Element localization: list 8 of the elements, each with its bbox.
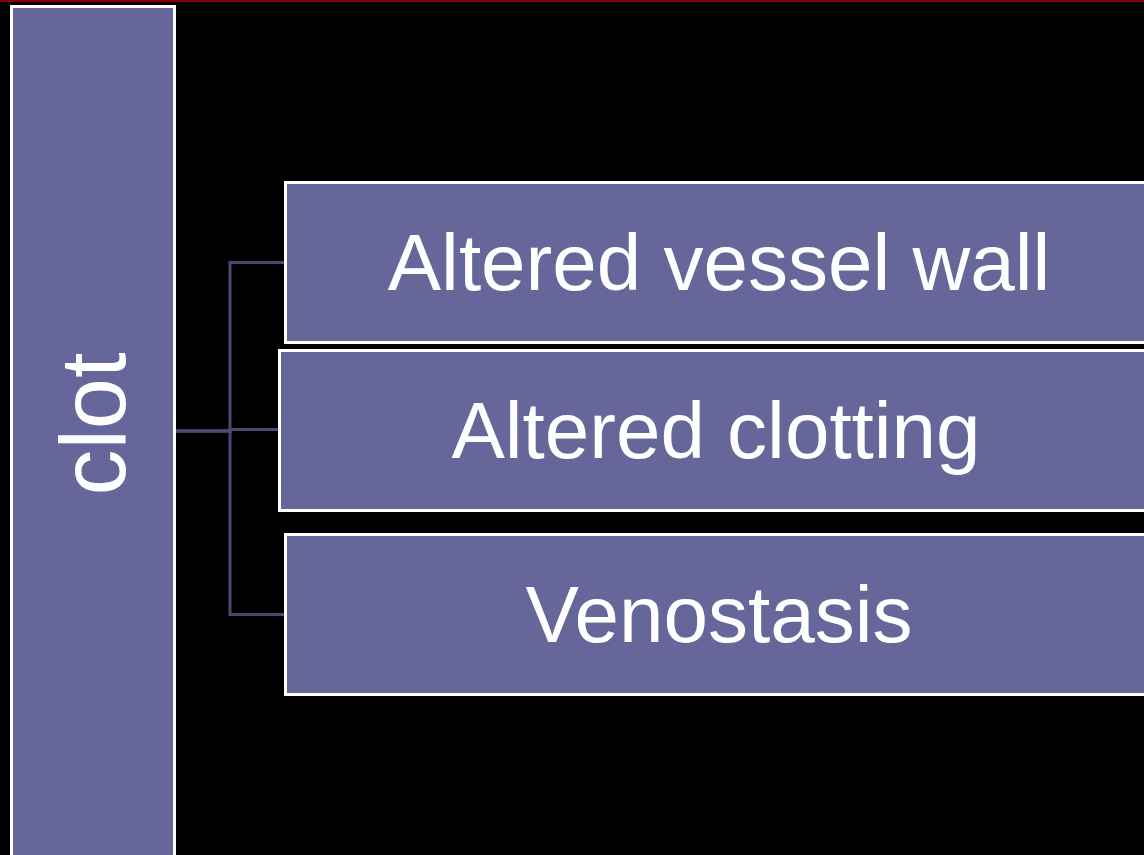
category-box bbox=[284, 533, 1144, 696]
category-bar bbox=[10, 5, 176, 855]
connector-line bbox=[176, 429, 284, 616]
category-box bbox=[284, 181, 1144, 344]
category-box bbox=[278, 349, 1144, 512]
vertical-label: clot bbox=[47, 352, 139, 496]
box-label: Altered vessel wall bbox=[387, 222, 1051, 303]
box-label: Venostasis bbox=[525, 574, 913, 655]
